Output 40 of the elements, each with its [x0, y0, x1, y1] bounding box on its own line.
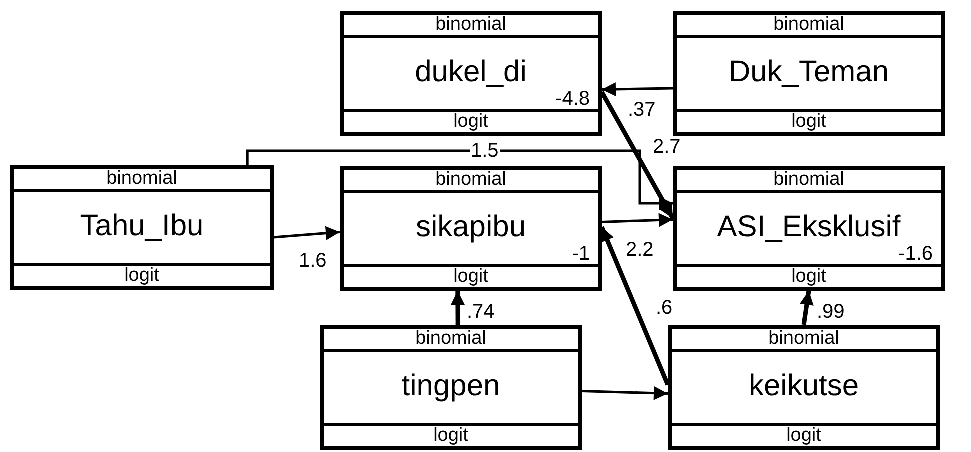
intercept-value: -1: [572, 244, 590, 264]
link-label: logit: [677, 264, 941, 287]
variable-name: Duk_Teman: [728, 54, 890, 89]
variable-name: ASI_Eksklusif: [716, 210, 902, 244]
link-label: logit: [14, 263, 270, 286]
path-arrow: [600, 91, 675, 220]
family-label: binomial: [672, 329, 936, 352]
variable-name: tingpen: [400, 368, 502, 403]
family-label: binomial: [677, 170, 941, 193]
intercept-value: -4.8: [556, 89, 590, 109]
variable-box: [320, 325, 582, 450]
path-arrow: [246, 150, 673, 210]
variable-name: Tahu_Ibu: [79, 208, 205, 243]
path-arrow: [450, 290, 465, 326]
path-arrow: [600, 226, 670, 386]
path-arrow: [602, 213, 674, 228]
family-label: binomial: [677, 15, 941, 38]
path-arrow: [274, 226, 340, 240]
family-label: binomial: [344, 15, 598, 38]
variable-box: [340, 166, 602, 291]
variable-name: dukel_di: [414, 54, 528, 89]
variable-box: [673, 166, 945, 291]
path-arrow: [582, 386, 668, 400]
link-label: logit: [324, 423, 578, 446]
intercept-value: -1.6: [898, 244, 933, 264]
path-arrow: [602, 82, 674, 96]
family-label: binomial: [324, 329, 578, 352]
family-label: binomial: [14, 169, 270, 192]
variable-box: [673, 11, 945, 136]
variable-name: keikutse: [748, 368, 860, 403]
link-label: logit: [344, 264, 598, 287]
link-label: logit: [344, 109, 598, 132]
link-label: logit: [677, 109, 941, 132]
variable-name: sikapibu: [414, 210, 528, 244]
variable-box: [340, 11, 602, 136]
variable-box: [10, 165, 274, 290]
variable-box: [668, 325, 940, 450]
family-label: binomial: [344, 170, 598, 193]
path-arrow: [800, 290, 814, 326]
link-label: logit: [672, 423, 936, 446]
